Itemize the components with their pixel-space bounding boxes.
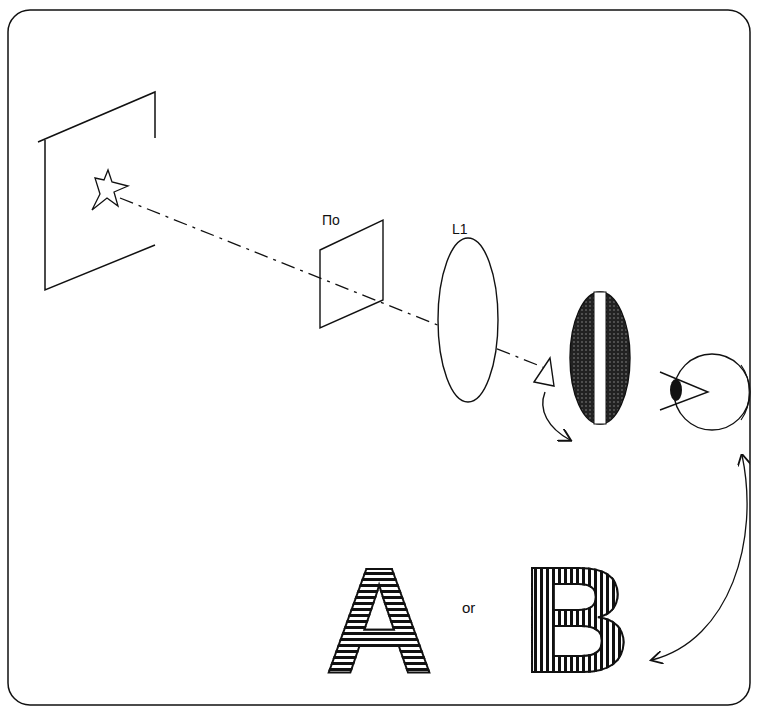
perception-arrow: [652, 455, 747, 660]
plane: [320, 220, 383, 328]
striped-letter: A: [325, 545, 433, 695]
eye: [674, 354, 750, 430]
striped-letter: B: [522, 545, 630, 695]
connector-word: or: [462, 600, 475, 615]
star-source: [92, 170, 128, 210]
prism: [534, 358, 554, 386]
object-screen: [45, 140, 155, 290]
slit-mask: [570, 292, 630, 424]
frame: [8, 10, 750, 705]
rotation-arrow: [543, 392, 570, 440]
plane-label: Πo: [322, 213, 340, 227]
lens-label: L1: [452, 222, 468, 236]
lens: [438, 238, 498, 402]
